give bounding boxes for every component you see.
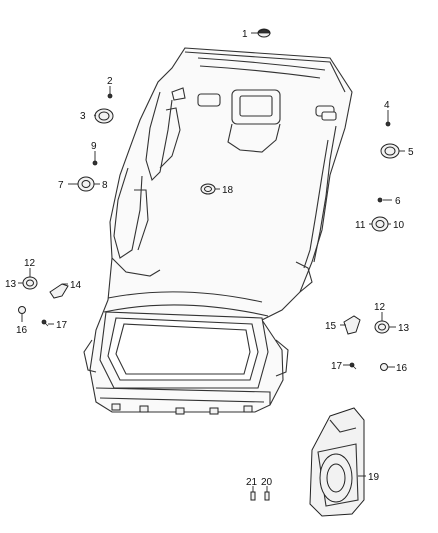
part-9-dot <box>92 160 98 166</box>
callout-4: 4 <box>384 100 390 111</box>
callout-7: 7 <box>58 180 64 191</box>
part-10-speaker <box>371 216 389 232</box>
callout-14: 14 <box>70 280 82 291</box>
callout-12-right: 12 <box>374 302 386 313</box>
callout-21: 21 <box>246 477 258 488</box>
callout-1: 1 <box>242 29 248 40</box>
callout-labels: 1 2 3 4 5 6 7 8 9 10 11 12 13 14 16 17 1… <box>5 29 414 488</box>
part-15-bracket <box>343 315 361 335</box>
callout-15: 15 <box>325 321 337 332</box>
part-13-right-tweeter <box>374 320 390 334</box>
part-14-bracket <box>49 283 69 299</box>
part-18-speaker <box>200 183 216 195</box>
callout-2: 2 <box>107 76 113 87</box>
callout-13-left: 13 <box>5 279 17 290</box>
part-17-right-screw <box>349 362 357 370</box>
part-2-dot <box>107 93 113 99</box>
callout-13-right: 13 <box>398 323 410 334</box>
part-6-dot <box>377 197 383 203</box>
callout-19: 19 <box>368 472 380 483</box>
vehicle-body-outline <box>83 47 353 415</box>
part-4-dot <box>385 121 391 127</box>
part-1-speaker-cap <box>257 28 271 38</box>
callout-20: 20 <box>261 477 273 488</box>
part-13-left-tweeter <box>22 276 38 290</box>
part-20-clip <box>264 491 270 501</box>
callout-6: 6 <box>395 196 401 207</box>
part-19-subwoofer <box>309 407 365 517</box>
part-21-clip <box>250 491 256 501</box>
callout-8: 8 <box>102 180 108 191</box>
callout-16-right: 16 <box>396 363 408 374</box>
callout-10: 10 <box>393 220 405 231</box>
callout-3: 3 <box>80 111 86 122</box>
part-8-speaker <box>77 176 95 192</box>
callout-9: 9 <box>91 141 97 152</box>
callout-18: 18 <box>222 185 234 196</box>
part-16-right-cap <box>380 363 388 371</box>
callout-16-left: 16 <box>16 325 28 336</box>
leader-lines <box>18 32 405 492</box>
callout-11: 11 <box>355 220 366 231</box>
part-3-speaker <box>94 108 114 124</box>
part-17-left-screw <box>41 319 49 327</box>
callout-17-right: 17 <box>331 361 343 372</box>
part-16-left-cap <box>18 306 26 314</box>
part-5-speaker <box>380 143 400 159</box>
callout-17-left: 17 <box>56 320 68 331</box>
callout-5: 5 <box>408 147 414 158</box>
callout-12-left: 12 <box>24 258 36 269</box>
